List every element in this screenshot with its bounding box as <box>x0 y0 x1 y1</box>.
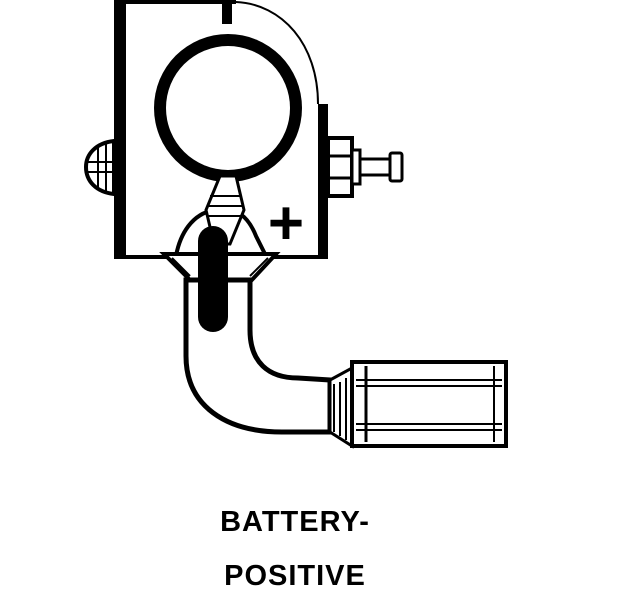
caption-line-1: BATTERY- <box>220 506 370 538</box>
cable-end-sleeve <box>350 360 508 448</box>
clamp-bolt <box>326 136 404 198</box>
conductor-strap <box>198 174 246 332</box>
polarity-plus-symbol: + <box>268 189 304 258</box>
post-hole <box>154 34 302 182</box>
caption-line-2: POSITIVE <box>224 560 366 592</box>
wing-nut <box>83 138 116 197</box>
